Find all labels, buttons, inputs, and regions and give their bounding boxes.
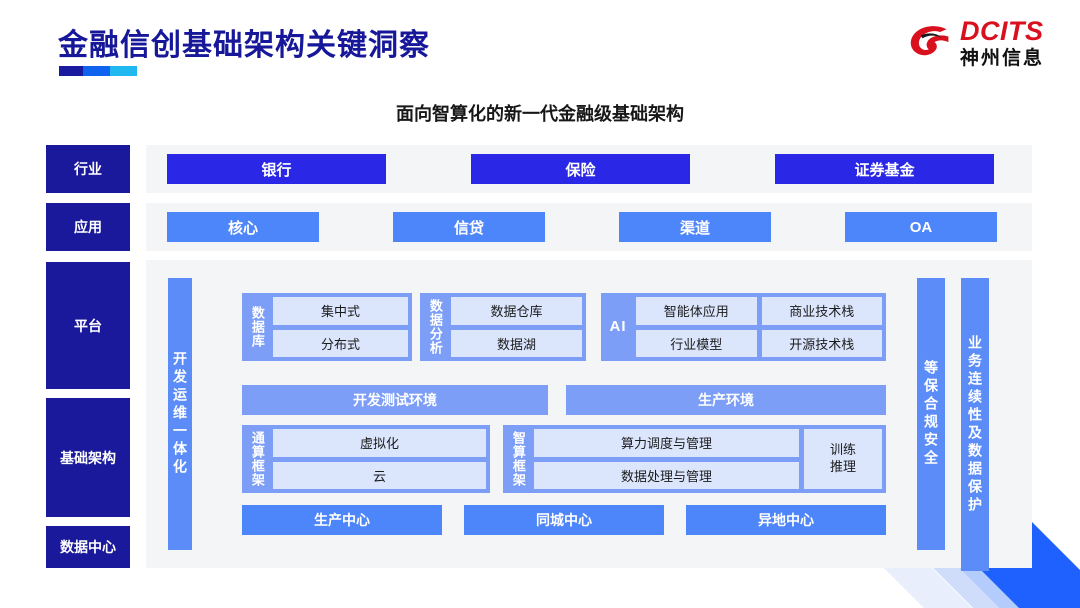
infra-group-intelligent-compute-label: 智算框架 [510,431,526,487]
industry-band: 银行 保险 证券基金 [146,145,1032,193]
platform-cell-data-lake[interactable]: 数据湖 [451,329,582,357]
sidebar-label-industry: 行业 [74,161,102,177]
datacenter-chip-production-label: 生产中心 [314,512,370,528]
pillar-business-continuity[interactable]: 业务连续性及数据保护 [961,278,989,571]
platform-group-data-analysis[interactable]: 数据分析 数据仓库 数据湖 [420,293,586,361]
platform-group-ai[interactable]: AI 智能体应用 行业模型 商业技术栈 开源技术栈 [601,293,886,361]
sidebar-label-datacenter: 数据中心 [60,539,116,555]
infra-cell-train-infer[interactable]: 训练 推理 [804,429,882,489]
infra-group-general-compute-label: 通算框架 [249,431,265,487]
diagram-subtitle: 面向智算化的新一代金融级基础架构 [396,104,684,124]
platform-group-ai-label: AI [609,318,627,336]
title-accent-bar [59,66,137,76]
company-logo: DCITS 神州信息 [907,18,1044,68]
platform-group-database-label: 数据库 [249,306,265,348]
platform-cell-industry-model[interactable]: 行业模型 [636,329,757,357]
sidebar-item-datacenter[interactable]: 数据中心 [46,526,130,568]
datacenter-chip-metro[interactable]: 同城中心 [464,505,664,535]
platform-group-database[interactable]: 数据库 集中式 分布式 [242,293,412,361]
infra-cell-infer-label: 推理 [829,459,856,474]
platform-group-data-analysis-label: 数据分析 [427,299,443,355]
infra-cell-virtualization[interactable]: 虚拟化 [273,429,486,457]
pillar-compliance-security[interactable]: 等保合规安全 [917,278,945,550]
datacenter-chip-metro-label: 同城中心 [536,512,592,528]
env-bar-production[interactable]: 生产环境 [566,385,886,415]
pillar-business-continuity-label: 业务连续性及数据保护 [967,334,984,515]
app-chip-channel-label: 渠道 [679,219,710,237]
infra-group-general-compute[interactable]: 通算框架 虚拟化 云 [242,425,490,493]
env-bar-dev-test-label: 开发测试环境 [353,392,437,408]
platform-cell-commercial-stack[interactable]: 商业技术栈 [761,297,882,325]
platform-cell-agent-app[interactable]: 智能体应用 [636,297,757,325]
app-chip-oa[interactable]: OA [845,212,997,242]
sidebar-label-app: 应用 [74,219,102,235]
swirl-logo-icon [907,20,953,66]
industry-chip-insurance[interactable]: 保险 [471,154,690,184]
sidebar-item-app[interactable]: 应用 [46,203,130,251]
infra-cell-compute-scheduling[interactable]: 算力调度与管理 [534,429,799,457]
sidebar-item-infra[interactable]: 基础架构 [46,398,130,517]
app-chip-credit[interactable]: 信贷 [393,212,545,242]
app-chip-channel[interactable]: 渠道 [619,212,771,242]
sidebar-label-infra: 基础架构 [60,449,116,466]
platform-cell-opensource-stack[interactable]: 开源技术栈 [761,329,882,357]
datacenter-chip-remote-label: 异地中心 [758,512,814,528]
industry-chip-bank-label: 银行 [261,161,292,179]
sidebar-item-platform[interactable]: 平台 [46,262,130,389]
pillar-devops[interactable]: 开发运维一体化 [168,278,192,550]
app-chip-credit-label: 信贷 [453,219,484,237]
infra-cell-train-label: 训练 [829,442,856,458]
sidebar-item-industry[interactable]: 行业 [46,145,130,193]
pillar-compliance-security-label: 等保合规安全 [923,360,940,468]
sidebar-label-platform: 平台 [74,317,102,334]
env-bar-production-label: 生产环境 [698,392,754,408]
industry-chip-bank[interactable]: 银行 [167,154,386,184]
page-title: 金融信创基础架构关键洞察 [58,29,430,62]
pillar-devops-label: 开发运维一体化 [172,351,189,477]
application-band: 核心 信贷 渠道 OA [146,203,1032,251]
industry-chip-insurance-label: 保险 [565,161,596,179]
industry-chip-securities[interactable]: 证券基金 [775,154,994,184]
infra-cell-data-processing[interactable]: 数据处理与管理 [534,461,799,489]
platform-cell-centralized[interactable]: 集中式 [273,297,408,325]
logo-brand-text: DCITS [959,16,1044,46]
app-chip-core[interactable]: 核心 [167,212,319,242]
datacenter-chip-production[interactable]: 生产中心 [242,505,442,535]
infra-group-intelligent-compute[interactable]: 智算框架 算力调度与管理 数据处理与管理 训练 推理 [503,425,886,493]
platform-cell-distributed[interactable]: 分布式 [273,329,408,357]
platform-cell-data-warehouse[interactable]: 数据仓库 [451,297,582,325]
datacenter-chip-remote[interactable]: 异地中心 [686,505,886,535]
app-chip-oa-label: OA [909,218,933,236]
env-bar-dev-test[interactable]: 开发测试环境 [242,385,548,415]
industry-chip-securities-label: 证券基金 [854,161,915,179]
app-chip-core-label: 核心 [227,219,258,237]
infra-cell-cloud[interactable]: 云 [273,461,486,489]
logo-brand-cn: 神州信息 [959,48,1044,69]
